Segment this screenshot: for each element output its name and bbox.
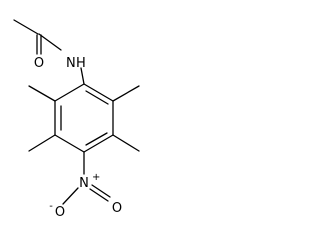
ring-bond-c1-c2 [83,83,114,102]
ring-bond-c4-c5 [54,134,85,153]
bond-methyl-upper-right [112,85,140,102]
nitro-oxygen-single-label: O [55,205,65,220]
amide-hydrogen-label: H [76,56,86,71]
bond-methyl-lower-left [28,134,56,152]
nitro-oxygen-double-label: O [112,201,122,216]
ring-inner-double-2 [85,132,108,146]
bond-nitro-double-b [91,184,111,198]
molecule-diagram: O N H N + O O - [13,19,140,220]
bond-methyl-carbonyl [13,19,39,35]
bond-methyl-lower-right [112,134,140,152]
nitro-plus-charge: + [92,172,100,183]
bond-carbonyl-nitrogen [38,33,62,51]
structure-canvas: O N H N + O O - [0,0,153,249]
bond-nitro-double-a [89,188,109,202]
ring-inner-double-1 [85,90,109,105]
ring-bond-c3-c4 [83,134,114,153]
bond-nitrogen-ring [80,67,85,85]
amide-nitrogen-label: N [66,56,76,71]
nitro-minus-charge: - [49,201,53,212]
carbonyl-oxygen-label: O [34,56,44,71]
ring-bond-c6-c1 [54,83,85,102]
bond-methyl-upper-left [28,85,56,102]
bond-nitro-single [62,187,79,205]
nitro-nitrogen-label: N [79,176,89,191]
